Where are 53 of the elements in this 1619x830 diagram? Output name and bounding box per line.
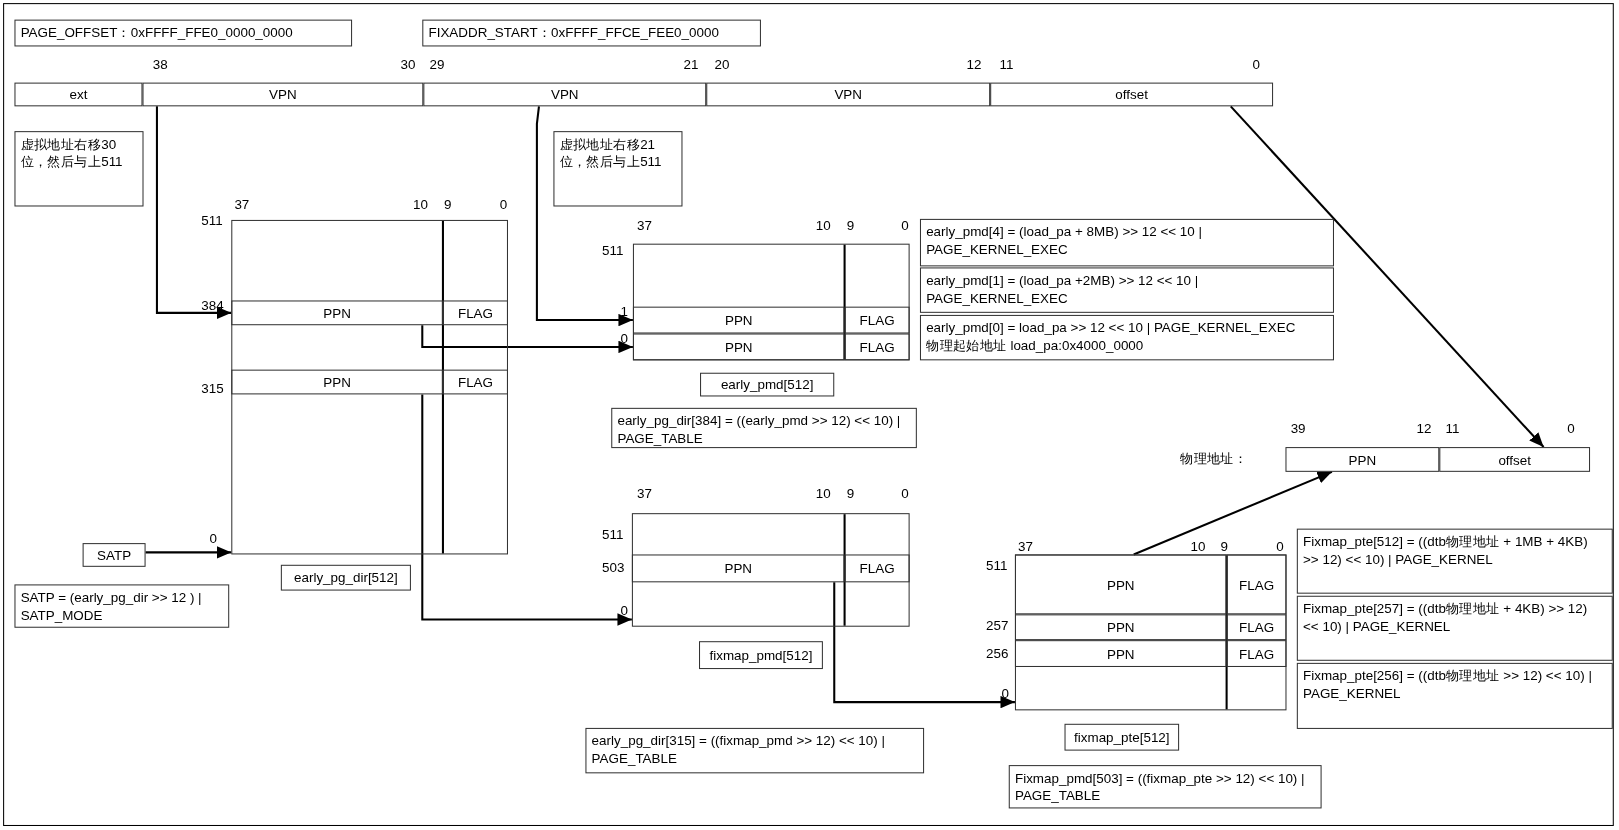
bit-index: 12 xyxy=(966,56,982,73)
bit-index: 38 xyxy=(152,56,168,73)
row-index: 384 xyxy=(201,297,224,313)
formula-line: 物理起始地址 load_pa:0x4000_0000 xyxy=(926,336,1145,355)
arrow xyxy=(421,325,633,354)
arrow xyxy=(145,546,232,559)
field-caption: 物理地址： xyxy=(1180,450,1248,466)
bit-index: 20 xyxy=(714,56,730,73)
row-index: 511 xyxy=(986,557,1008,574)
bit-index: 30 xyxy=(400,56,416,73)
bit-index: 0 xyxy=(901,485,909,501)
arrow xyxy=(155,106,232,320)
arrow xyxy=(1133,470,1333,556)
bit-index: 9 xyxy=(846,217,855,234)
bit-index: 37 xyxy=(637,217,652,234)
row-index: 0 xyxy=(209,530,218,547)
bit-index: 37 xyxy=(637,485,652,501)
arrow xyxy=(1229,105,1545,448)
row-index: 0 xyxy=(620,330,628,346)
bit-index: 11 xyxy=(999,56,1014,73)
bit-index: 10 xyxy=(413,196,428,212)
bit-index: 29 xyxy=(429,56,445,73)
bit-index: 9 xyxy=(1220,538,1228,555)
bit-index: 11 xyxy=(1445,420,1460,436)
row-index: 511 xyxy=(601,526,624,543)
row-index: 0 xyxy=(620,603,628,619)
row-index: 257 xyxy=(986,617,1009,633)
bit-index: 10 xyxy=(1190,538,1206,555)
bit-index: 9 xyxy=(846,485,855,501)
row-index: 511 xyxy=(601,242,624,259)
formula-line: early_pmd[0] = load_pa >> 12 << 10 | PAGE_KERNEL_EXEC xyxy=(926,319,1297,337)
bit-index: 0 xyxy=(901,217,909,234)
bit-index: 0 xyxy=(499,196,508,212)
bit-index: 10 xyxy=(815,485,831,501)
bit-index: 0 xyxy=(1276,538,1284,555)
row-index: 503 xyxy=(601,559,625,576)
arrow xyxy=(421,394,632,626)
row-index: 511 xyxy=(201,212,223,229)
bit-index: 12 xyxy=(1416,420,1432,436)
bit-index: 37 xyxy=(234,196,250,212)
bit-index: 21 xyxy=(683,56,699,73)
arrow xyxy=(833,582,1015,709)
row-index: 0 xyxy=(1001,685,1009,702)
row-index: 315 xyxy=(201,381,224,397)
bit-index: 0 xyxy=(1252,56,1260,73)
bit-index: 10 xyxy=(815,217,831,234)
row-index: 256 xyxy=(986,645,1009,661)
bit-index: 39 xyxy=(1290,420,1306,436)
bit-index: 0 xyxy=(1567,420,1575,436)
bit-index: 9 xyxy=(444,196,452,212)
row-index: 1 xyxy=(620,303,628,320)
bit-index: 37 xyxy=(1018,538,1033,555)
arrow xyxy=(535,106,633,327)
